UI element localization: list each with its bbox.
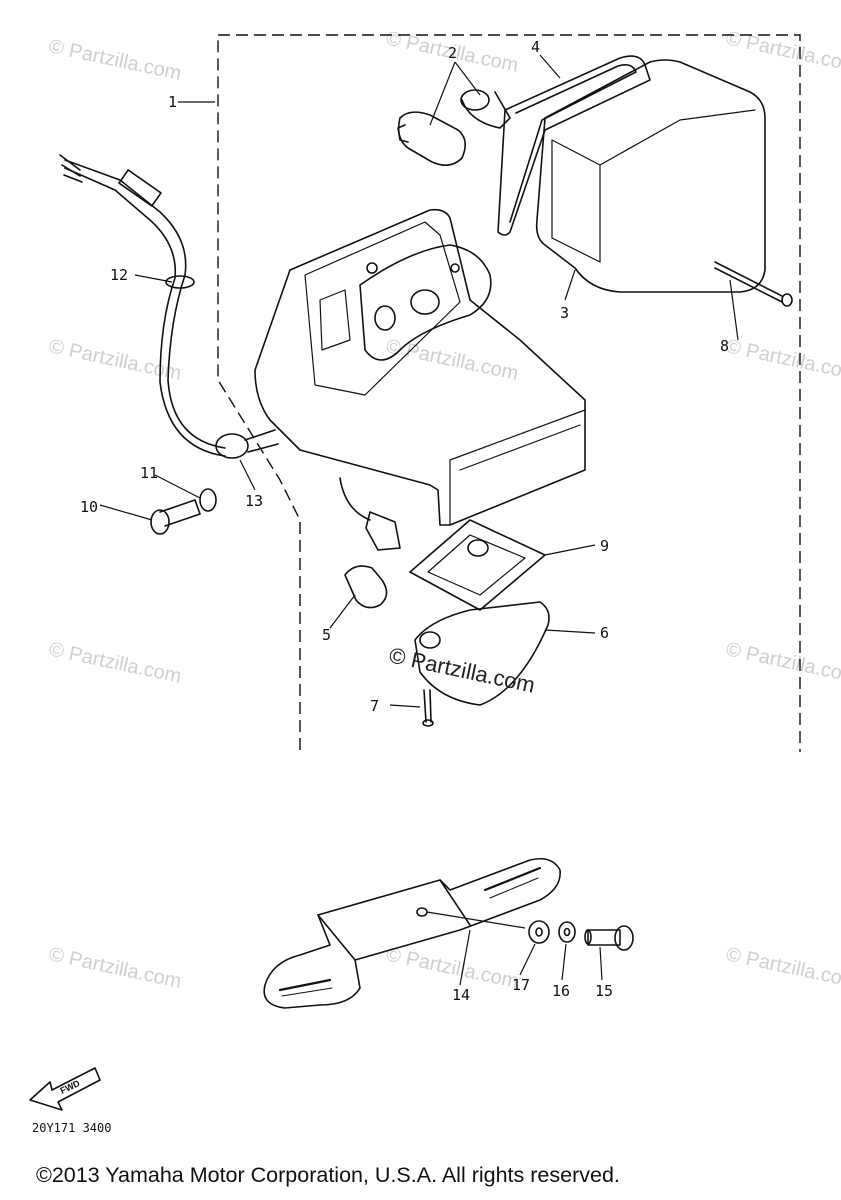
tail-light-housing-part-1 bbox=[254, 208, 586, 526]
bolt-part-10 bbox=[150, 499, 201, 535]
callout-12: 12 bbox=[110, 266, 128, 284]
mounting-plate bbox=[359, 244, 492, 361]
callout-6: 6 bbox=[600, 624, 609, 642]
grommet-part-13 bbox=[215, 429, 279, 459]
bulb-part-5 bbox=[344, 565, 388, 609]
tail-lens-part-3 bbox=[535, 59, 766, 293]
washer-part-11 bbox=[199, 488, 217, 512]
callout-11: 11 bbox=[140, 464, 158, 482]
watermark: © Partzilla.com bbox=[47, 638, 183, 688]
wire-harness-part-12 bbox=[59, 154, 226, 457]
callout-15: 15 bbox=[595, 982, 613, 1000]
license-socket bbox=[339, 477, 401, 551]
callout-8: 8 bbox=[720, 337, 729, 355]
leader-lines bbox=[99, 54, 739, 986]
watermark: © Partzilla.com bbox=[384, 335, 520, 385]
callout-17: 17 bbox=[512, 976, 530, 994]
watermark: © Partzilla.com bbox=[47, 335, 183, 385]
washer-part-17 bbox=[528, 920, 550, 944]
watermark: © Partzilla.com bbox=[724, 335, 841, 385]
washer-part-17-hole bbox=[535, 927, 543, 937]
callout-16: 16 bbox=[552, 982, 570, 1000]
assembly-boundary bbox=[217, 34, 801, 752]
callout-13: 13 bbox=[245, 492, 263, 510]
callout-14: 14 bbox=[452, 986, 470, 1004]
gasket-part-4-inner bbox=[509, 64, 637, 223]
lockwasher-part-16-hole bbox=[563, 927, 571, 937]
watermark: © Partzilla.com bbox=[724, 638, 841, 688]
screw-part-7 bbox=[422, 689, 434, 727]
callout-4: 4 bbox=[531, 38, 540, 56]
watermark: © Partzilla.com bbox=[724, 943, 841, 993]
callout-1: 1 bbox=[168, 93, 177, 111]
fwd-arrow-icon: FWD bbox=[29, 1067, 101, 1111]
bulb-part-2 bbox=[397, 111, 466, 166]
callout-3: 3 bbox=[560, 304, 569, 322]
bracket-part-14 bbox=[263, 857, 561, 1009]
tail-lens-part-3-face bbox=[551, 139, 601, 263]
lens-cover-part-6 bbox=[414, 601, 550, 706]
callout-9: 9 bbox=[600, 537, 609, 555]
gasket-part-9 bbox=[409, 519, 546, 611]
watermark: © Partzilla.com bbox=[47, 35, 183, 85]
callout-10: 10 bbox=[80, 498, 98, 516]
callout-2: 2 bbox=[448, 44, 457, 62]
watermark-center: © Partzilla.com bbox=[387, 642, 537, 697]
callouts: 1 2 3 4 5 6 7 8 9 10 11 12 13 14 15 16 1… bbox=[80, 38, 729, 1004]
bolt-part-15 bbox=[584, 925, 634, 951]
tail-lens-part-3-edge bbox=[599, 109, 756, 166]
screw-part-8 bbox=[714, 261, 793, 307]
callout-5: 5 bbox=[322, 626, 331, 644]
reference-code: 20Y171 3400 bbox=[32, 1121, 111, 1135]
gasket-part-4 bbox=[497, 55, 651, 236]
lockwasher-part-16 bbox=[558, 921, 576, 943]
copyright-notice: ©2013 Yamaha Motor Corporation, U.S.A. A… bbox=[36, 1163, 620, 1187]
bulb-part-2-socket bbox=[460, 89, 511, 129]
watermark: © Partzilla.com bbox=[47, 943, 183, 993]
callout-7: 7 bbox=[370, 697, 379, 715]
